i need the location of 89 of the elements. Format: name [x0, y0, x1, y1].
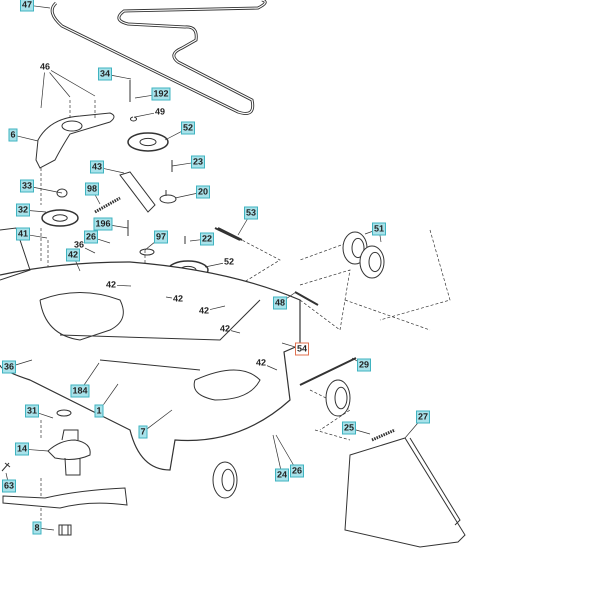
- leader-line: [116, 284, 132, 286]
- callout-number: 63: [2, 480, 16, 492]
- leader-line: [41, 528, 54, 530]
- leader-line: [76, 261, 80, 272]
- callout-number: 41: [16, 228, 30, 240]
- callout-number: 52: [223, 256, 235, 268]
- callout-number: 20: [196, 186, 210, 198]
- leader-line: [30, 234, 48, 238]
- leader-line: [356, 430, 370, 434]
- callout-number: 42: [172, 294, 184, 304]
- leader-line: [103, 384, 118, 405]
- callout-number: 42: [198, 306, 210, 316]
- callout-number: 6: [8, 128, 18, 142]
- leader-line: [112, 75, 132, 80]
- callout-number: 196: [93, 218, 113, 230]
- leader-line: [50, 70, 96, 96]
- callout-number: 54: [295, 342, 309, 356]
- callout-number: 98: [85, 182, 99, 196]
- callout-number: 14: [15, 442, 29, 456]
- leader-line: [172, 162, 192, 166]
- leader-line: [95, 195, 100, 204]
- callout-number: 24: [275, 468, 289, 482]
- callout-number: 42: [105, 280, 117, 290]
- callout-number: 36: [73, 240, 85, 250]
- leader-line: [84, 362, 100, 385]
- leader-line: [98, 238, 110, 244]
- callout-number: 27: [416, 410, 430, 424]
- leader-line: [6, 472, 8, 480]
- leader-line: [174, 193, 196, 198]
- callout-number: 48: [273, 296, 287, 310]
- leader-line: [286, 292, 296, 299]
- callout-number: 42: [255, 358, 267, 368]
- leader-line: [230, 330, 240, 334]
- leader-line: [112, 225, 128, 228]
- leader-line: [164, 131, 182, 140]
- leader-line: [380, 235, 382, 242]
- callout-number: 43: [90, 160, 104, 174]
- leader-line: [144, 242, 154, 250]
- leader-line: [238, 219, 248, 236]
- callout-number: 51: [372, 222, 386, 236]
- leader-line: [40, 72, 45, 108]
- leader-line: [352, 358, 358, 362]
- leader-line: [282, 342, 296, 348]
- callout-number: 29: [357, 358, 371, 372]
- leader-line: [134, 95, 152, 98]
- leader-line: [38, 412, 54, 418]
- callout-number: 47: [20, 0, 34, 12]
- callout-number: 42: [219, 324, 231, 334]
- leader-line: [166, 296, 172, 298]
- leader-line: [34, 6, 50, 8]
- callout-number: 7: [138, 426, 148, 438]
- callout-number: 53: [244, 206, 258, 220]
- leader-line: [49, 72, 70, 98]
- callout-number: 49: [154, 106, 166, 118]
- leader-line: [28, 449, 48, 452]
- leader-line: [276, 434, 294, 465]
- leader-line: [104, 168, 124, 174]
- leader-line: [204, 262, 224, 268]
- callout-number: 26: [84, 230, 98, 244]
- callout-number: 26: [290, 464, 304, 478]
- callout-number: 31: [25, 404, 39, 418]
- callout-number: 1: [94, 404, 104, 418]
- callout-number: 25: [342, 422, 356, 434]
- callout-number: 33: [20, 180, 34, 192]
- callout-number: 52: [181, 122, 195, 134]
- leader-line: [364, 231, 372, 234]
- leader-line: [404, 423, 418, 438]
- callout-number: 46: [39, 62, 51, 72]
- leader-line: [34, 187, 62, 194]
- callout-number: 8: [32, 522, 42, 534]
- leader-line: [17, 136, 38, 142]
- callout-number: 32: [16, 204, 30, 216]
- leader-line: [84, 248, 96, 254]
- leader-line: [147, 410, 172, 429]
- leader-line: [210, 306, 226, 310]
- leader-line: [190, 239, 200, 242]
- callout-number: 42: [66, 248, 80, 262]
- callout-number: 34: [98, 68, 112, 80]
- callout-number: 36: [2, 360, 16, 374]
- leader-line: [134, 112, 154, 118]
- callout-number: 22: [200, 232, 214, 246]
- callout-number: 192: [151, 88, 171, 100]
- leader-line: [16, 360, 32, 366]
- leader-line: [30, 210, 46, 212]
- callout-number: 97: [154, 230, 168, 244]
- leader-line: [272, 434, 281, 469]
- leader-line: [266, 365, 278, 370]
- callout-number: 23: [191, 156, 205, 168]
- callout-number: 184: [70, 384, 90, 398]
